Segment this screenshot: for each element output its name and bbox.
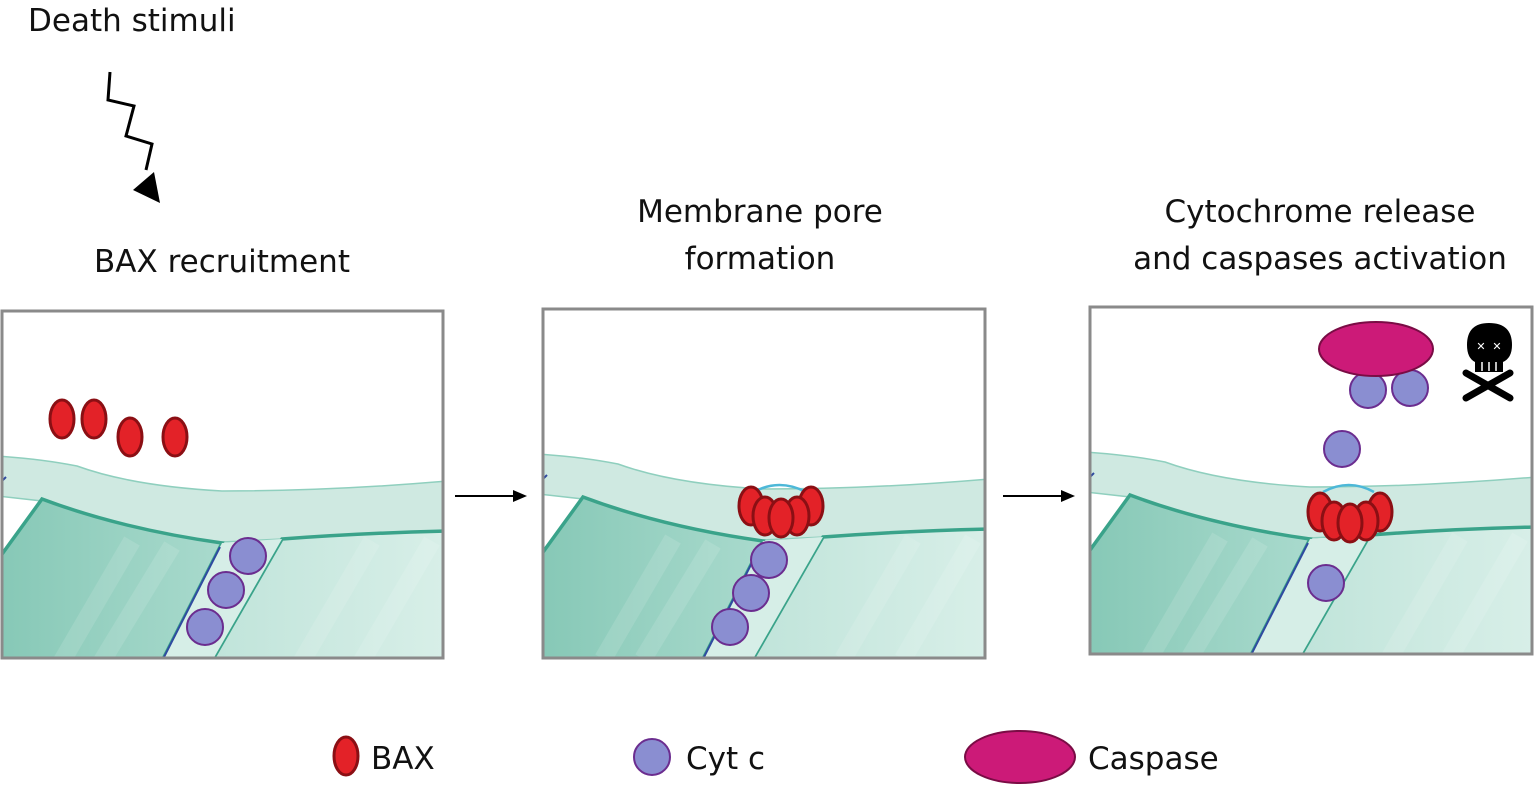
death-stimuli-label: Death stimuli xyxy=(28,3,236,39)
panel1-frame xyxy=(0,309,445,660)
cytc-molecule xyxy=(711,608,749,646)
caspase-legend-icon xyxy=(964,730,1076,784)
bax-legend-icon xyxy=(332,735,360,777)
caspase-molecule xyxy=(1318,321,1434,377)
cytc-molecule xyxy=(750,541,788,579)
panel-cytc-release: ✕ ✕ xyxy=(1088,305,1534,656)
lightning-arrow-icon xyxy=(106,71,160,203)
legend-item-bax: BAX xyxy=(332,735,435,777)
cytc-molecule xyxy=(207,571,245,609)
cytc-legend-icon xyxy=(633,738,671,776)
cytc-molecule xyxy=(1349,371,1387,409)
cytc-molecule xyxy=(186,608,224,646)
svg-text:✕: ✕ xyxy=(1492,340,1501,353)
bax-pore xyxy=(737,485,825,539)
panel3-title-line1: Cytochrome release xyxy=(1165,194,1476,230)
legend-bax-label: BAX xyxy=(371,741,435,777)
skull-crossbones-icon: ✕ ✕ xyxy=(1462,323,1514,402)
legend-item-caspase: Caspase xyxy=(964,730,1219,784)
bax-molecule xyxy=(116,416,144,458)
cytc-molecule xyxy=(1391,369,1429,407)
panel2-title-line2: formation xyxy=(685,241,836,277)
cytc-molecule xyxy=(229,537,267,575)
legend-item-cytc: Cyt c xyxy=(633,738,765,777)
bax-molecule xyxy=(48,398,76,440)
legend: BAX Cyt c Caspase xyxy=(332,730,1219,784)
panel-bax-recruitment xyxy=(0,309,445,660)
legend-cytc-label: Cyt c xyxy=(686,741,765,777)
cytc-molecule xyxy=(1307,564,1345,602)
panel3-frame xyxy=(1088,305,1534,656)
right-arrow-icon xyxy=(1003,490,1075,502)
panel-pore-formation xyxy=(541,307,987,660)
cytc-molecule xyxy=(1323,430,1361,468)
bax-molecule xyxy=(80,398,108,440)
panel1-title: BAX recruitment xyxy=(94,244,350,280)
cytc-molecule xyxy=(732,574,770,612)
svg-text:✕: ✕ xyxy=(1476,340,1485,353)
right-arrow-icon xyxy=(455,490,527,502)
legend-caspase-label: Caspase xyxy=(1088,741,1219,777)
panel2-frame xyxy=(541,307,987,660)
bax-molecule xyxy=(161,416,189,458)
panel3-title-line2: and caspases activation xyxy=(1133,241,1507,277)
bax-pore xyxy=(1306,491,1394,544)
panel2-title-line1: Membrane pore xyxy=(637,194,883,230)
